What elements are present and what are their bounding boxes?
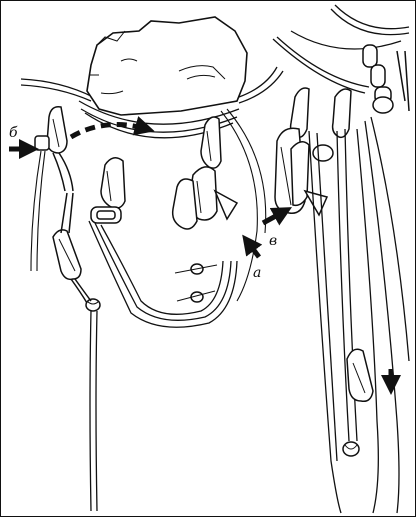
label-b: б — [9, 125, 18, 141]
rock-boulder — [87, 17, 247, 115]
label-a: а — [253, 265, 261, 281]
rope-strands-right — [309, 117, 409, 513]
right-bolt-chain — [173, 109, 266, 302]
left-bolt-chain — [31, 107, 100, 511]
label-v: в — [269, 233, 277, 249]
top-chain — [363, 45, 409, 113]
arrow-v-icon — [263, 211, 285, 223]
rock-ledge-right — [273, 5, 409, 93]
